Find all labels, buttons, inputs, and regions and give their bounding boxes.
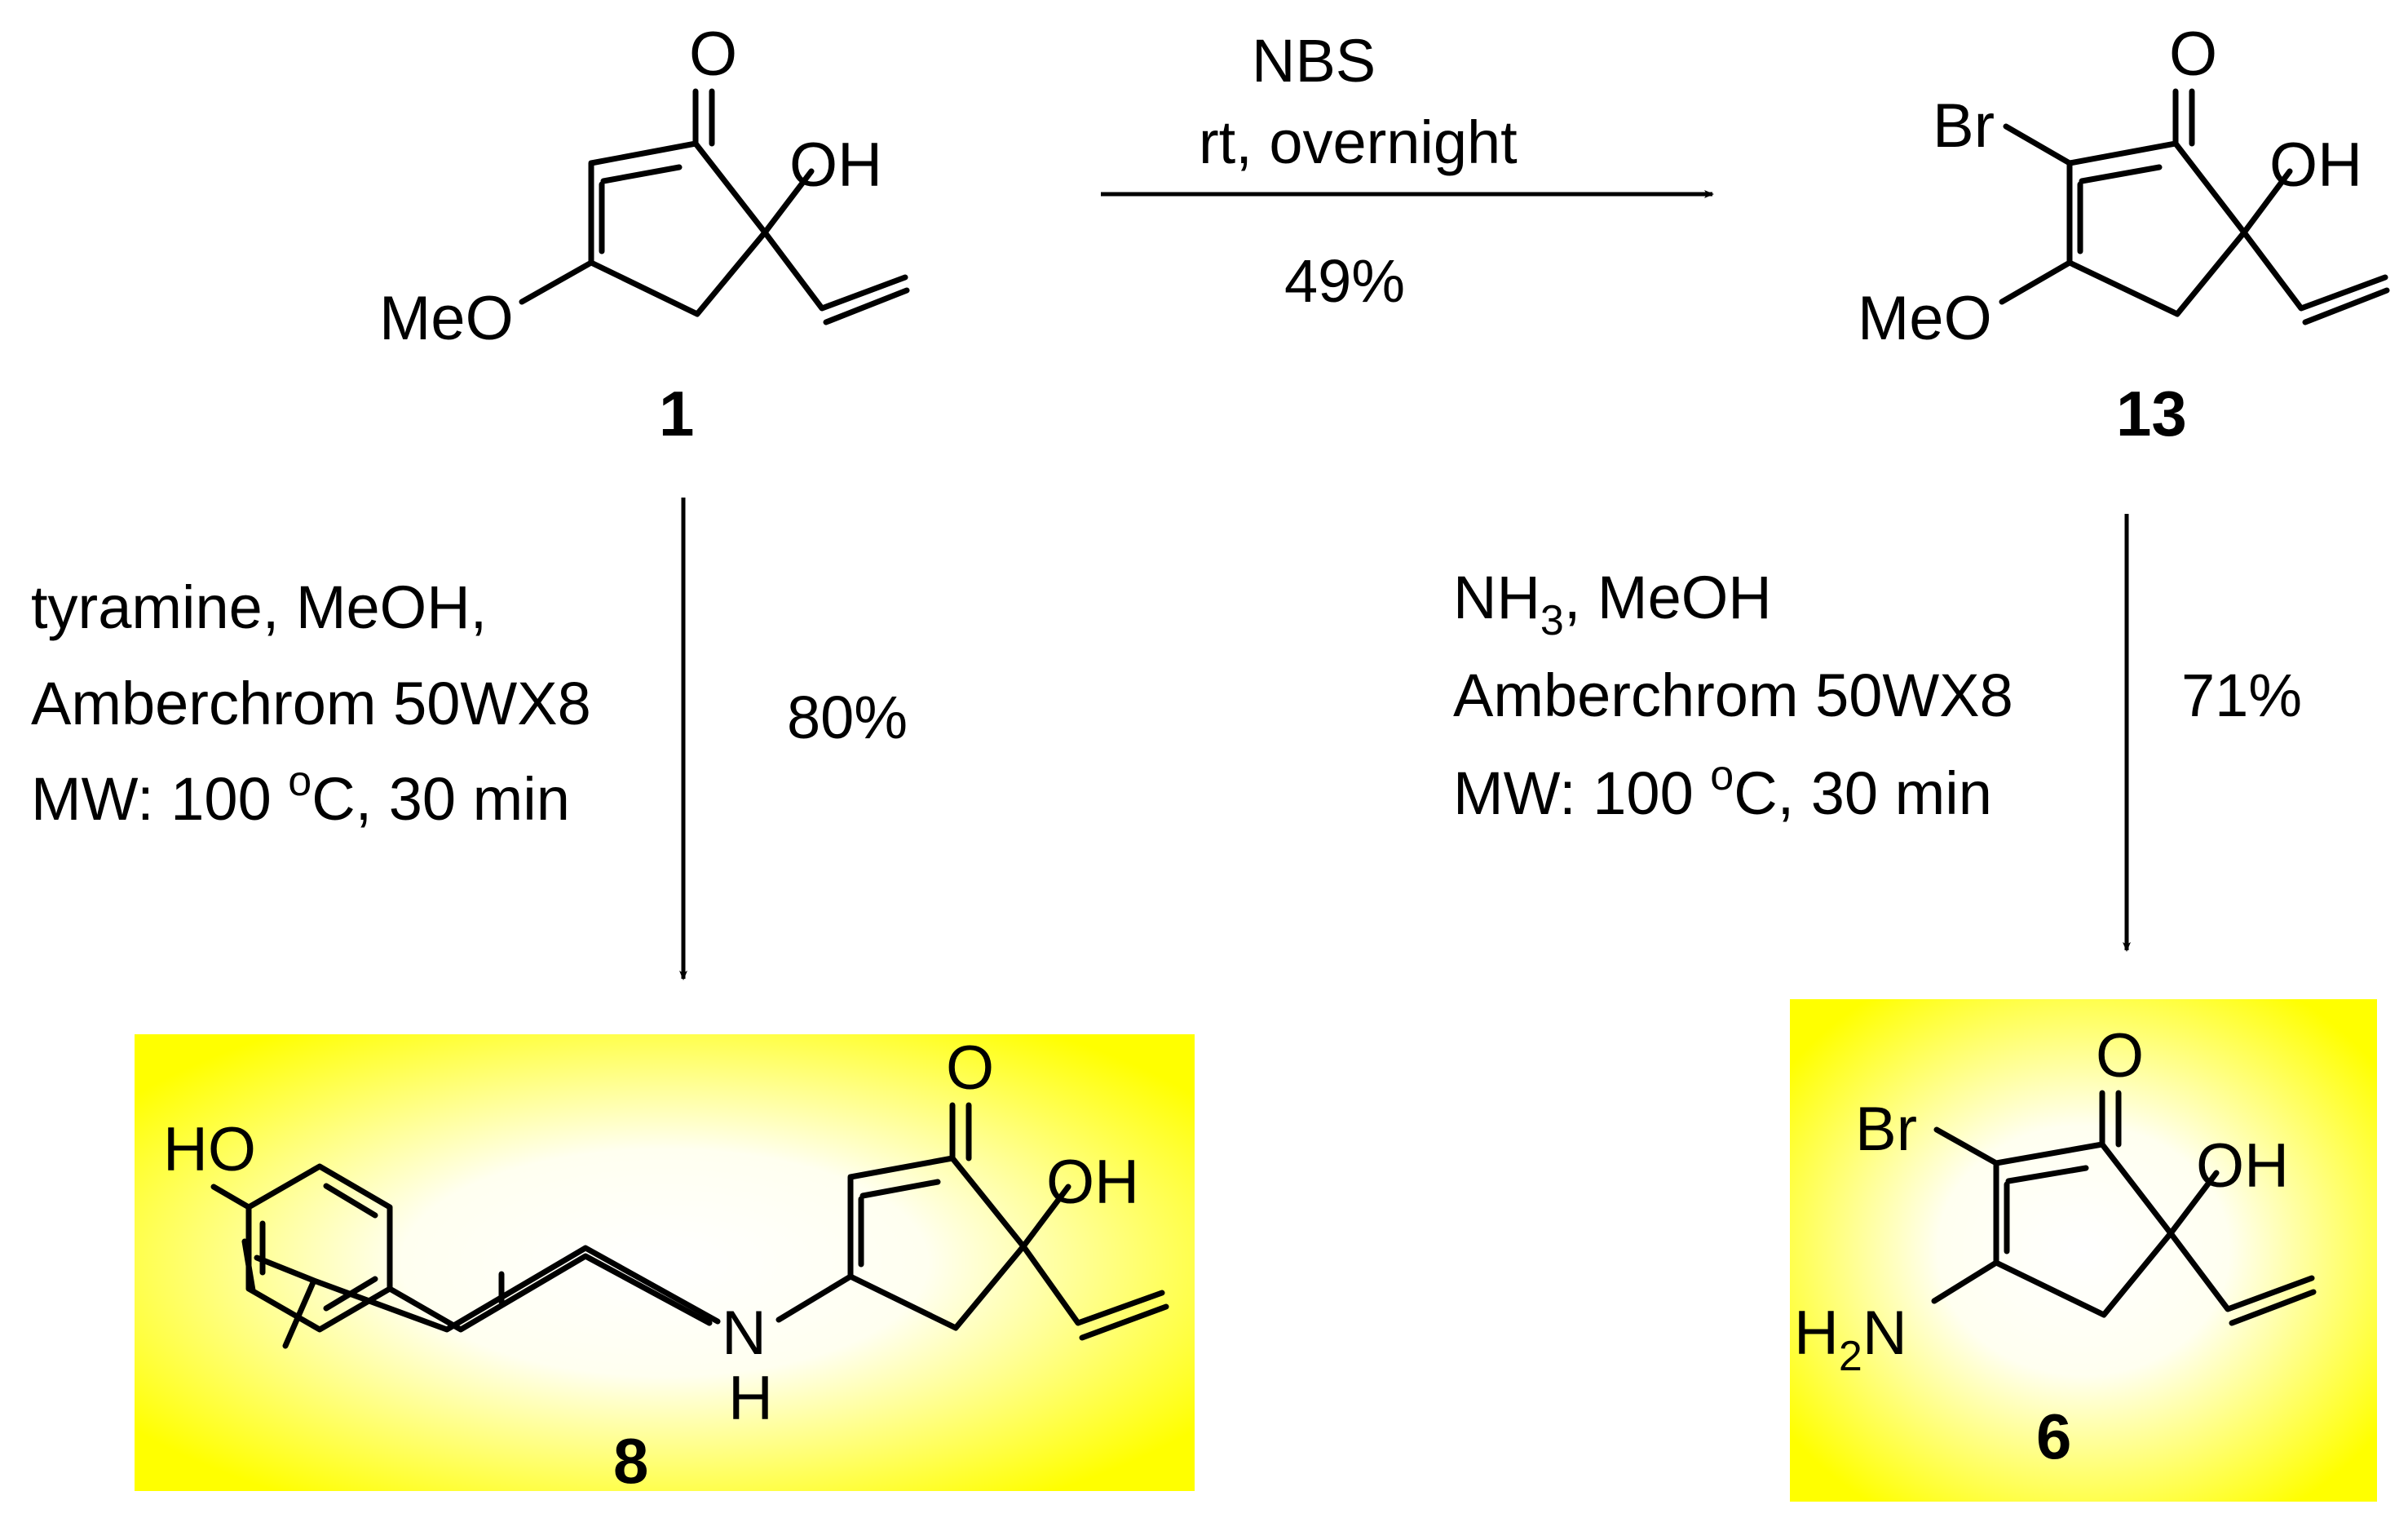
highlight-box-6 [1790, 999, 2377, 1502]
reaction-left: tyramine, MeOH, Amberchrom 50WX8 MW: 100… [31, 498, 908, 980]
compound-1-oxo-label: O [689, 20, 737, 89]
compound-8-ring-to-chain [210, 1184, 713, 1333]
compound-13-oxo-label: O [2169, 20, 2217, 89]
top-conditions: rt, overnight [1199, 108, 1518, 176]
right-line2: Amberchrom 50WX8 [1453, 662, 2013, 729]
compound-8-number: 8 [613, 1425, 648, 1497]
left-yield: 80% [787, 684, 908, 751]
compound-6-nh2-label: H2N [1794, 1299, 1907, 1380]
left-line1: tyramine, MeOH, [31, 573, 487, 641]
compound-6-oh-label: OH [2196, 1131, 2289, 1201]
compound-13-meo-label: MeO [1858, 284, 1992, 353]
compound-1-meo-label: MeO [379, 284, 514, 353]
top-yield: 49% [1284, 247, 1405, 315]
compound-13-number: 13 [2116, 378, 2187, 449]
right-line1: NH3, MeOH [1453, 564, 1772, 644]
compound-1-number: 1 [659, 378, 694, 449]
highlight-box-8 [135, 1034, 1195, 1491]
compound-8-oh-label: OH [1046, 1148, 1139, 1217]
right-line3: MW: 100 oC, 30 min [1453, 752, 1992, 827]
compound-6-br-label: Br [1855, 1095, 1917, 1164]
right-yield: 71% [2181, 662, 2302, 729]
compound-1-bonds [519, 88, 910, 325]
compound-13-oh-label: OH [2269, 131, 2362, 200]
top-reagent: NBS [1252, 27, 1376, 95]
left-line3: MW: 100 oC, 30 min [31, 758, 570, 833]
compound-1: O OH MeO 1 [379, 20, 910, 449]
compound-8-oxo-label: O [946, 1033, 994, 1103]
compound-6-bonds [1931, 1090, 2317, 1326]
compound-8-n-label: N [722, 1299, 767, 1368]
left-line2: Amberchrom 50WX8 [31, 670, 591, 737]
compound-6-number: 6 [2036, 1400, 2071, 1472]
compound-1-oh-label: OH [789, 131, 882, 200]
compound-8: O OH HO N H 8 [163, 1033, 1169, 1497]
reaction-top: NBS rt, overnight 49% [1101, 27, 1714, 315]
compound-8-benzene-ring [245, 1163, 393, 1333]
compound-6: O OH Br H2N 6 [1794, 1021, 2317, 1472]
compound-6-oxo-label: O [2096, 1021, 2144, 1091]
compound-13-bonds [1999, 88, 2390, 325]
compound-13-br-label: Br [1933, 91, 1995, 161]
compound-13: O OH MeO Br 13 [1858, 20, 2390, 449]
compound-8-nh-label: H [728, 1364, 773, 1433]
compound-8-ho-label: HO [163, 1115, 256, 1184]
reaction-right: NH3, MeOH Amberchrom 50WX8 MW: 100 oC, 3… [1453, 514, 2302, 952]
